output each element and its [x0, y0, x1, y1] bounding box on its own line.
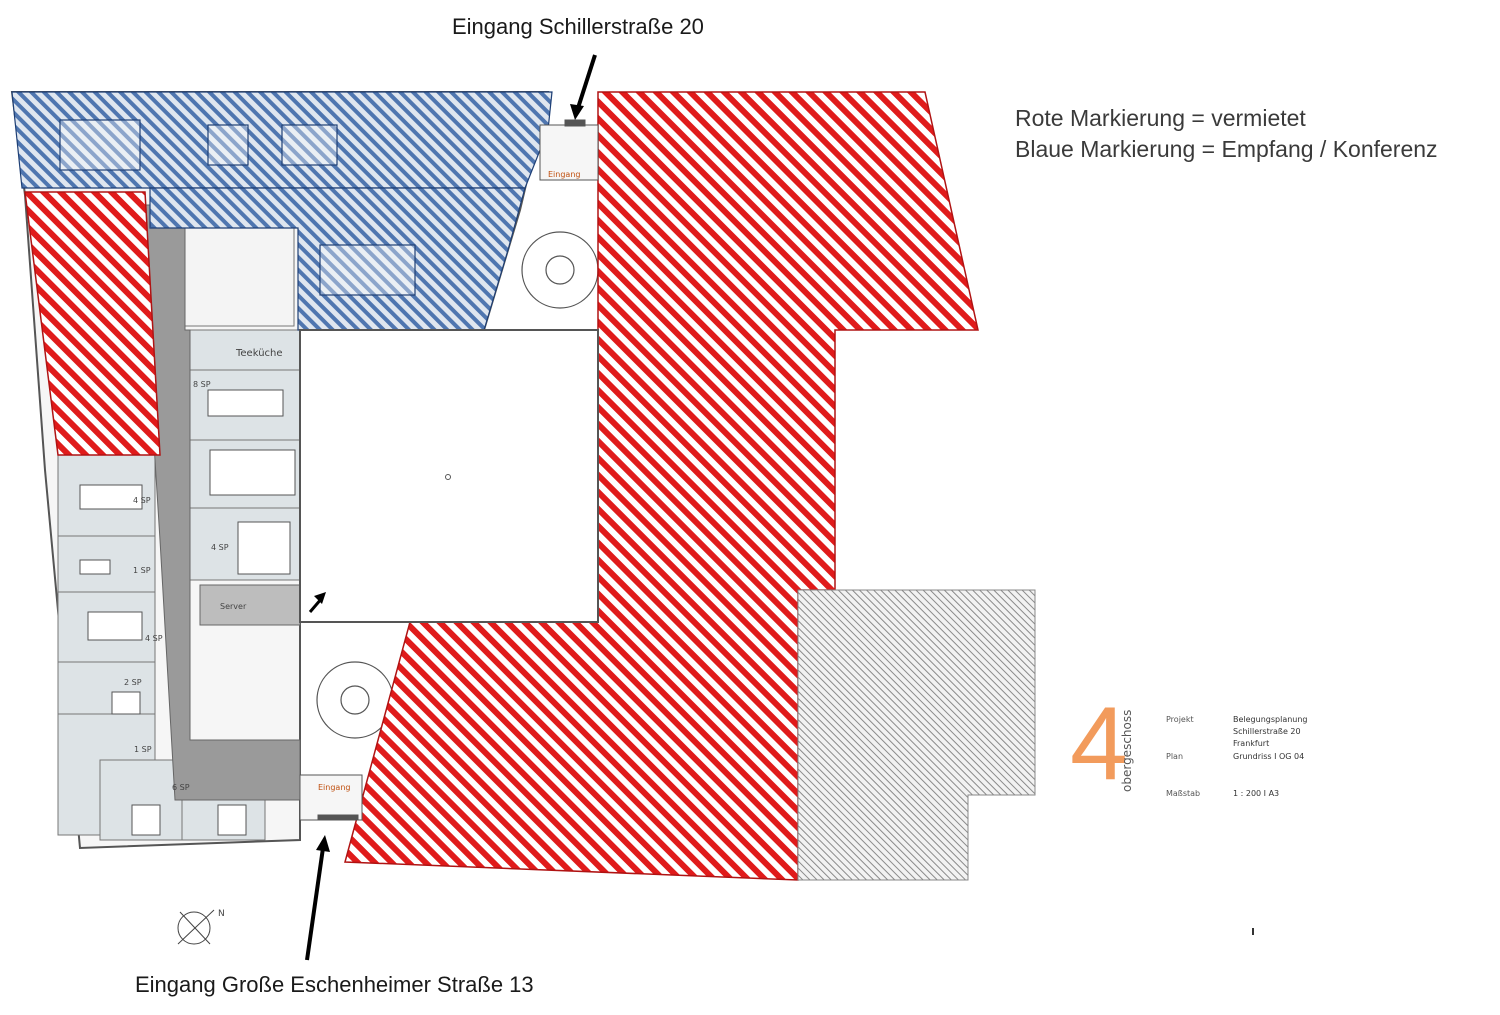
value-massstab: 1 : 200 I A3: [1233, 789, 1280, 798]
legend-blue: Blaue Markierung = Empfang / Konferenz: [1015, 136, 1438, 162]
entrance-arrows: [305, 54, 597, 961]
room-label-6sp: 6 SP: [172, 783, 190, 792]
callout-bottom-entrance: Eingang Große Eschenheimer Straße 13: [135, 972, 534, 997]
rented-areas: [24, 91, 979, 881]
room-label-4sp-a: 4 SP: [133, 496, 151, 505]
legend: Rote Markierung = vermietet Blaue Markie…: [1015, 103, 1438, 165]
room-label-server: Server: [220, 602, 247, 611]
legend-red: Rote Markierung = vermietet: [1015, 105, 1306, 131]
callout-top-entrance: Eingang Schillerstraße 20: [452, 14, 704, 39]
rented-area-west: [24, 191, 161, 456]
room-label-eingang-top: Eingang: [548, 170, 581, 179]
label-massstab: Maßstab: [1166, 789, 1201, 798]
floor-number: 4: [1070, 686, 1128, 802]
room-label-1sp-a: 1 SP: [133, 566, 151, 575]
room-label-eingang-bottom: Eingang: [318, 783, 351, 792]
room-label-1sp-b: 1 SP: [134, 745, 152, 754]
neighbour-building: [797, 589, 1036, 881]
label-projekt: Projekt: [1166, 715, 1194, 724]
value-projekt-2: Schillerstraße 20: [1233, 727, 1301, 736]
corridor: [144, 204, 301, 801]
label-plan: Plan: [1166, 752, 1184, 761]
compass-icon: N: [177, 909, 225, 945]
svg-text:N: N: [218, 909, 225, 919]
desks: [79, 389, 296, 836]
value-projekt-3: Frankfurt: [1233, 739, 1270, 748]
courtyard: [299, 329, 599, 623]
value-plan: Grundriss I OG 04: [1233, 752, 1305, 761]
value-projekt-1: Belegungsplanung: [1233, 715, 1308, 724]
room-label-8sp: 8 SP: [193, 380, 211, 389]
title-block: 4 obergeschoss Projekt Belegungsplanung …: [1070, 692, 1310, 810]
entrance-vestibules: [299, 119, 599, 821]
room-label-2sp: 2 SP: [124, 678, 142, 687]
room-label-4sp-c: 4 SP: [145, 634, 163, 643]
room-label-teekueche: Teeküche: [236, 348, 283, 359]
reception-area: [11, 91, 553, 331]
floor-word: obergeschoss: [1120, 709, 1134, 792]
room-label-4sp-b: 4 SP: [211, 543, 229, 552]
